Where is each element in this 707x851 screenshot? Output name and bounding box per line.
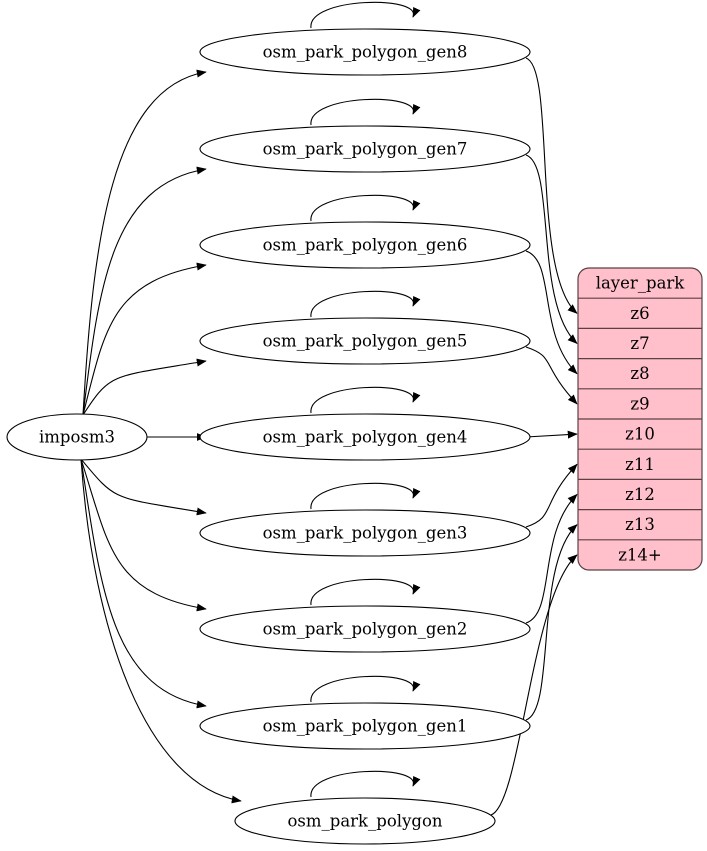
node-imposm3-label: imposm3 [39, 428, 115, 447]
table-row-z7[interactable]: z7 [630, 334, 649, 353]
table-row-z14+[interactable]: z14+ [618, 545, 662, 564]
node-osm-park-polygon-gen6-shape[interactable] [199, 221, 531, 269]
edge-imposm3-to-node [80, 458, 207, 516]
table-row-z8[interactable]: z8 [630, 364, 649, 383]
table-row-z10[interactable]: z10 [625, 425, 655, 444]
edge-imposm3-to-node [82, 166, 207, 416]
self-loop-edges [310, 1, 421, 798]
edge-node-to-table-row [525, 250, 578, 375]
node-osm-park-polygon-shape[interactable] [234, 797, 496, 845]
edge-node-to-table-row [525, 57, 578, 314]
node-osm-park-polygon-gen8-label: osm_park_polygon_gen8 [263, 43, 468, 62]
node-osm-park-polygon-gen7-label: osm_park_polygon_gen7 [263, 140, 468, 159]
edge-imposm3-to-node [82, 358, 207, 416]
table-row-z11[interactable]: z11 [625, 455, 655, 474]
self-loop-edge [310, 770, 421, 798]
node-imposm3-shape[interactable] [6, 413, 148, 461]
edge-node-to-table-row [525, 524, 578, 721]
node-osm-park-polygon-gen4-label: osm_park_polygon_gen4 [263, 428, 468, 447]
self-loop-edge [310, 1, 421, 29]
edge-imposm3-to-node [80, 458, 207, 709]
table-row-z9[interactable]: z9 [630, 394, 649, 413]
self-loop-edge [310, 578, 421, 606]
self-loop-edge [310, 386, 421, 414]
node-osm-park-polygon-gen8-shape[interactable] [199, 28, 531, 76]
node-osm-park-polygon-gen3-label: osm_park_polygon_gen3 [263, 524, 468, 543]
edge-node-to-table-row [525, 346, 578, 405]
self-loop-edge [310, 482, 421, 510]
self-loop-edge [310, 675, 421, 703]
node-osm-park-polygon-gen7-shape[interactable] [199, 125, 531, 173]
edges-from-imposm3 [80, 69, 242, 804]
edge-imposm3-to-node [80, 458, 242, 804]
node-osm-park-polygon-gen5-shape[interactable] [199, 317, 531, 365]
edge-node-to-table-row [525, 154, 578, 345]
node-osm-park-polygon-gen1-shape[interactable] [199, 702, 531, 750]
node-osm-park-polygon-gen4-shape[interactable] [199, 413, 531, 461]
node-osm-park-polygon-gen2-label: osm_park_polygon_gen2 [263, 620, 468, 639]
self-loop-edge [310, 98, 421, 126]
table-row-z12[interactable]: z12 [625, 485, 655, 504]
table-row-z6[interactable]: z6 [630, 304, 649, 323]
self-loop-edge [310, 290, 421, 318]
self-loop-edge [310, 194, 421, 222]
node-osm-park-polygon-label: osm_park_polygon [287, 812, 442, 831]
node-osm-park-polygon-gen5-label: osm_park_polygon_gen5 [263, 332, 468, 351]
edge-imposm3-to-node [82, 262, 207, 416]
edge-node-to-table-row [490, 554, 578, 816]
node-group: imposm3 osm_park_polygon_gen8 osm_park_pol… [6, 28, 531, 845]
node-osm-park-polygon-gen1-label: osm_park_polygon_gen1 [263, 717, 468, 736]
table-row-z13[interactable]: z13 [625, 515, 655, 534]
node-osm-park-polygon-gen2-shape[interactable] [199, 605, 531, 653]
edges-to-layer-park [490, 57, 578, 816]
node-osm-park-polygon-gen6-label: osm_park_polygon_gen6 [263, 236, 468, 255]
table-header-label: layer_park [596, 274, 686, 293]
edge-imposm3-to-node [80, 458, 207, 612]
node-osm-park-polygon-gen3-shape[interactable] [199, 509, 531, 557]
edge-node-to-table-row [525, 493, 578, 624]
edge-imposm3-to-node [82, 69, 207, 416]
edge-node-to-table-row [525, 463, 578, 528]
layer-park-table: layer_park z6 z7 z8 z9 z10 z11 z12 z13 z14+ [577, 267, 703, 571]
edge-node-to-table-row [525, 430, 578, 439]
